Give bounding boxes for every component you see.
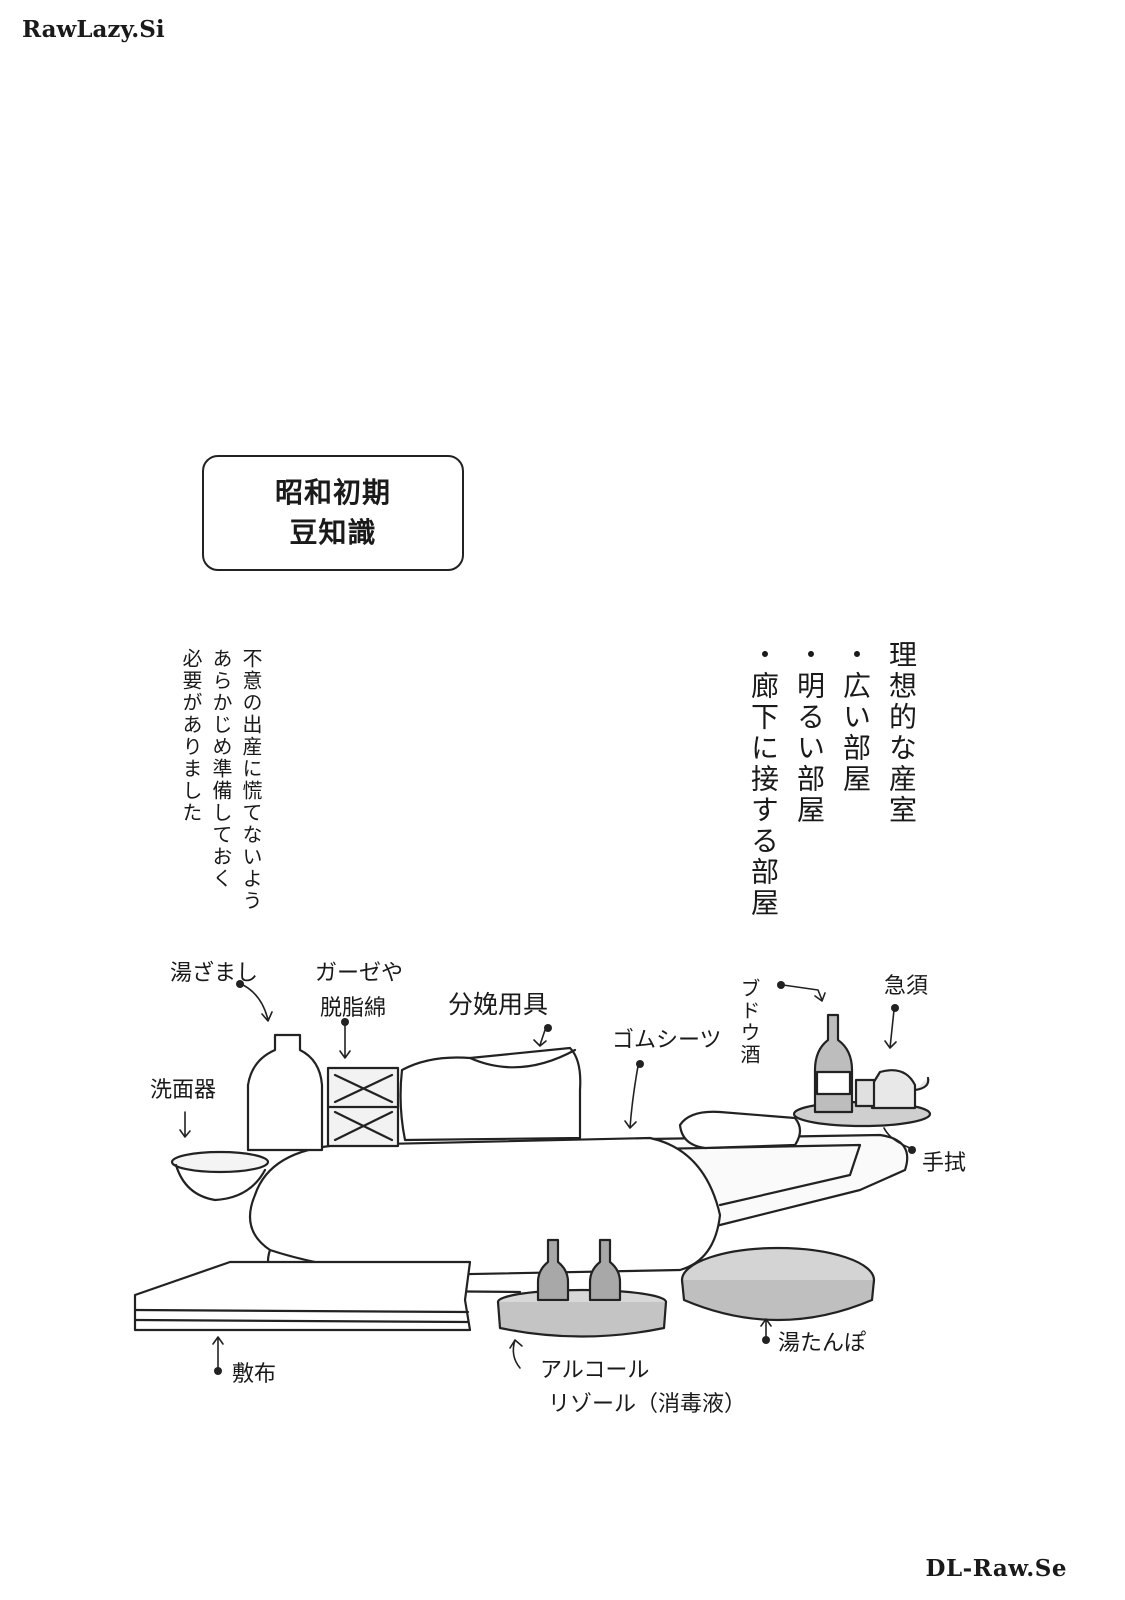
note-line-2: あらかじめ準備しておく <box>209 648 233 890</box>
label-kyusu: 急須 <box>884 974 929 999</box>
label-lysol: リゾール（消毒液） <box>548 1392 747 1417</box>
cup <box>854 1078 876 1108</box>
ideal-room-item-3: ・廊下に接する部屋 <box>747 640 780 919</box>
label-tenugui: 手拭 <box>922 1151 967 1176</box>
label-yutanpo: 湯たんぽ <box>778 1331 867 1356</box>
title-box: 昭和初期 豆知識 <box>202 455 464 571</box>
ideal-room-title: 理想的な産室 <box>885 640 918 826</box>
folded-sheets <box>133 1260 472 1332</box>
label-senmenki: 洗面器 <box>150 1078 217 1103</box>
label-shikifu: 敷布 <box>232 1362 277 1387</box>
ideal-room-item-1: ・広い部屋 <box>839 640 872 795</box>
wash-basin <box>170 1150 270 1174</box>
label-wine: ブドウ酒 <box>737 978 761 1066</box>
note-line-1: 不意の出産に慌てないよう <box>239 648 263 912</box>
quilt <box>248 1136 722 1277</box>
teapot <box>870 1069 930 1110</box>
label-delivery-kit: 分娩用具 <box>448 990 549 1019</box>
label-cotton: 脱脂綿 <box>320 996 387 1021</box>
water-bottle <box>246 1033 324 1152</box>
delivery-kit <box>399 1046 582 1142</box>
watermark-top: RawLazy.Si <box>22 16 165 43</box>
preparation-note: 不意の出産に慌てないよう あらかじめ準備しておく 必要がありました <box>176 648 266 912</box>
label-alcohol: アルコール <box>540 1358 650 1383</box>
lysol-bottle <box>588 1238 622 1302</box>
watermark-bottom: DL-Raw.Se <box>925 1555 1067 1582</box>
alcohol-bottle <box>536 1238 570 1302</box>
label-rubber-sheet: ゴムシーツ <box>612 1028 722 1053</box>
label-yuzamashi: 湯ざまし <box>170 961 259 986</box>
ideal-room-list: 理想的な産室 ・広い部屋 ・明るい部屋 ・廊下に接する部屋 <box>740 640 924 960</box>
title-line-2: 豆知識 <box>289 516 377 549</box>
pillow <box>678 1110 802 1150</box>
wine-bottle <box>813 1013 854 1114</box>
ideal-room-item-2: ・明るい部屋 <box>793 640 826 826</box>
title-line-1: 昭和初期 <box>274 476 391 509</box>
note-line-3: 必要がありました <box>179 648 203 824</box>
label-gauze: ガーゼや <box>315 961 404 986</box>
